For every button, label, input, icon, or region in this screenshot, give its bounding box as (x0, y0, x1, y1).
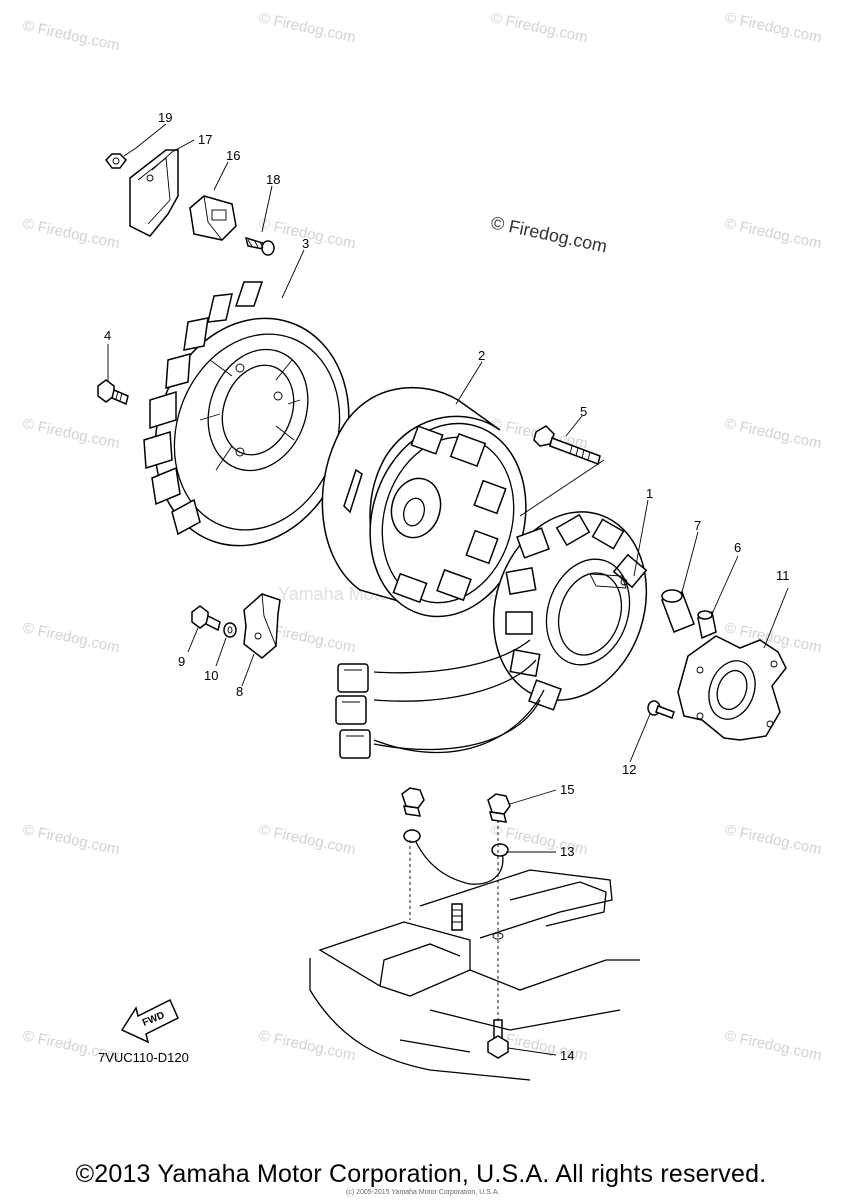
bush-6[interactable] (697, 610, 717, 640)
bolt-4[interactable] (97, 379, 129, 406)
nut-15[interactable] (487, 793, 511, 823)
watermark: © Firedog.com (21, 821, 121, 858)
wire-harness (335, 639, 545, 759)
callout-5[interactable]: 5 (580, 404, 587, 419)
bolt-14[interactable] (487, 1019, 509, 1059)
watermark: © Firedog.com (21, 17, 121, 54)
bracket-8[interactable] (243, 593, 281, 659)
cooling-fan-3[interactable] (124, 281, 380, 573)
watermark: © Firedog.com (489, 9, 589, 46)
callout-11[interactable]: 11 (776, 568, 790, 583)
callout-18[interactable]: 18 (266, 172, 280, 187)
watermark: © Firedog.com (723, 415, 823, 452)
watermark: © Firedog.com (257, 821, 357, 858)
bracket-assembly (105, 149, 275, 256)
callout-16[interactable]: 16 (226, 148, 240, 163)
watermark: © Firedog.com (21, 415, 121, 452)
stator-1[interactable] (470, 492, 670, 720)
flywheel-rotor-2[interactable] (321, 386, 548, 636)
callout-labels: 19 17 16 18 3 4 2 5 1 7 6 11 9 10 8 12 1… (104, 110, 790, 1063)
watermark: © Firedog.com (257, 9, 357, 46)
watermark: © Firedog.com (21, 215, 121, 252)
holder-11[interactable] (677, 635, 787, 741)
collar-7[interactable] (661, 589, 695, 633)
clamp-16[interactable] (189, 195, 237, 241)
watermark: © Firedog.com (723, 215, 823, 252)
callout-2[interactable]: 2 (478, 348, 485, 363)
callout-6[interactable]: 6 (734, 540, 741, 555)
nut-left[interactable] (401, 787, 425, 817)
callout-13[interactable]: 13 (560, 844, 574, 859)
watermark: © Firedog.com (21, 619, 121, 656)
nut-19[interactable] (105, 153, 127, 169)
callout-17[interactable]: 17 (198, 132, 212, 147)
screw-12[interactable] (647, 700, 675, 719)
copyright-notice: ©2013 Yamaha Motor Corporation, U.S.A. A… (75, 1160, 767, 1188)
callout-14[interactable]: 14 (560, 1048, 574, 1063)
leader-lines (107, 123, 789, 1056)
watermark: © Firedog.com (723, 821, 823, 858)
tiny-credit: (c) 2005-2015 Yamaha Motor Corporation, … (346, 1189, 500, 1196)
ground-assembly (309, 787, 640, 1081)
watermark: © Firedog.com (723, 1027, 823, 1064)
callout-3[interactable]: 3 (302, 236, 309, 251)
ground-lead-13[interactable] (403, 829, 509, 885)
watermark: © Firedog.com (257, 1027, 357, 1064)
diagram-code: 7VUC110-D120 (98, 1050, 189, 1065)
watermark: © Firedog.com (723, 9, 823, 46)
callout-7[interactable]: 7 (694, 518, 701, 533)
screw-18[interactable] (244, 236, 275, 256)
callout-10[interactable]: 10 (204, 668, 218, 683)
center-watermark: © Firedog.com (489, 212, 609, 256)
bolt-9[interactable] (191, 605, 221, 632)
callout-4[interactable]: 4 (104, 328, 111, 343)
callout-1[interactable]: 1 (646, 486, 653, 501)
callout-15[interactable]: 15 (560, 782, 574, 797)
washer-10[interactable] (223, 622, 237, 638)
bracket-17[interactable] (129, 149, 179, 237)
callout-12[interactable]: 12 (622, 762, 636, 777)
fwd-arrow-icon: FWD (120, 998, 179, 1044)
callout-8[interactable]: 8 (236, 684, 243, 699)
callout-19[interactable]: 19 (158, 110, 172, 125)
callout-9[interactable]: 9 (178, 654, 185, 669)
